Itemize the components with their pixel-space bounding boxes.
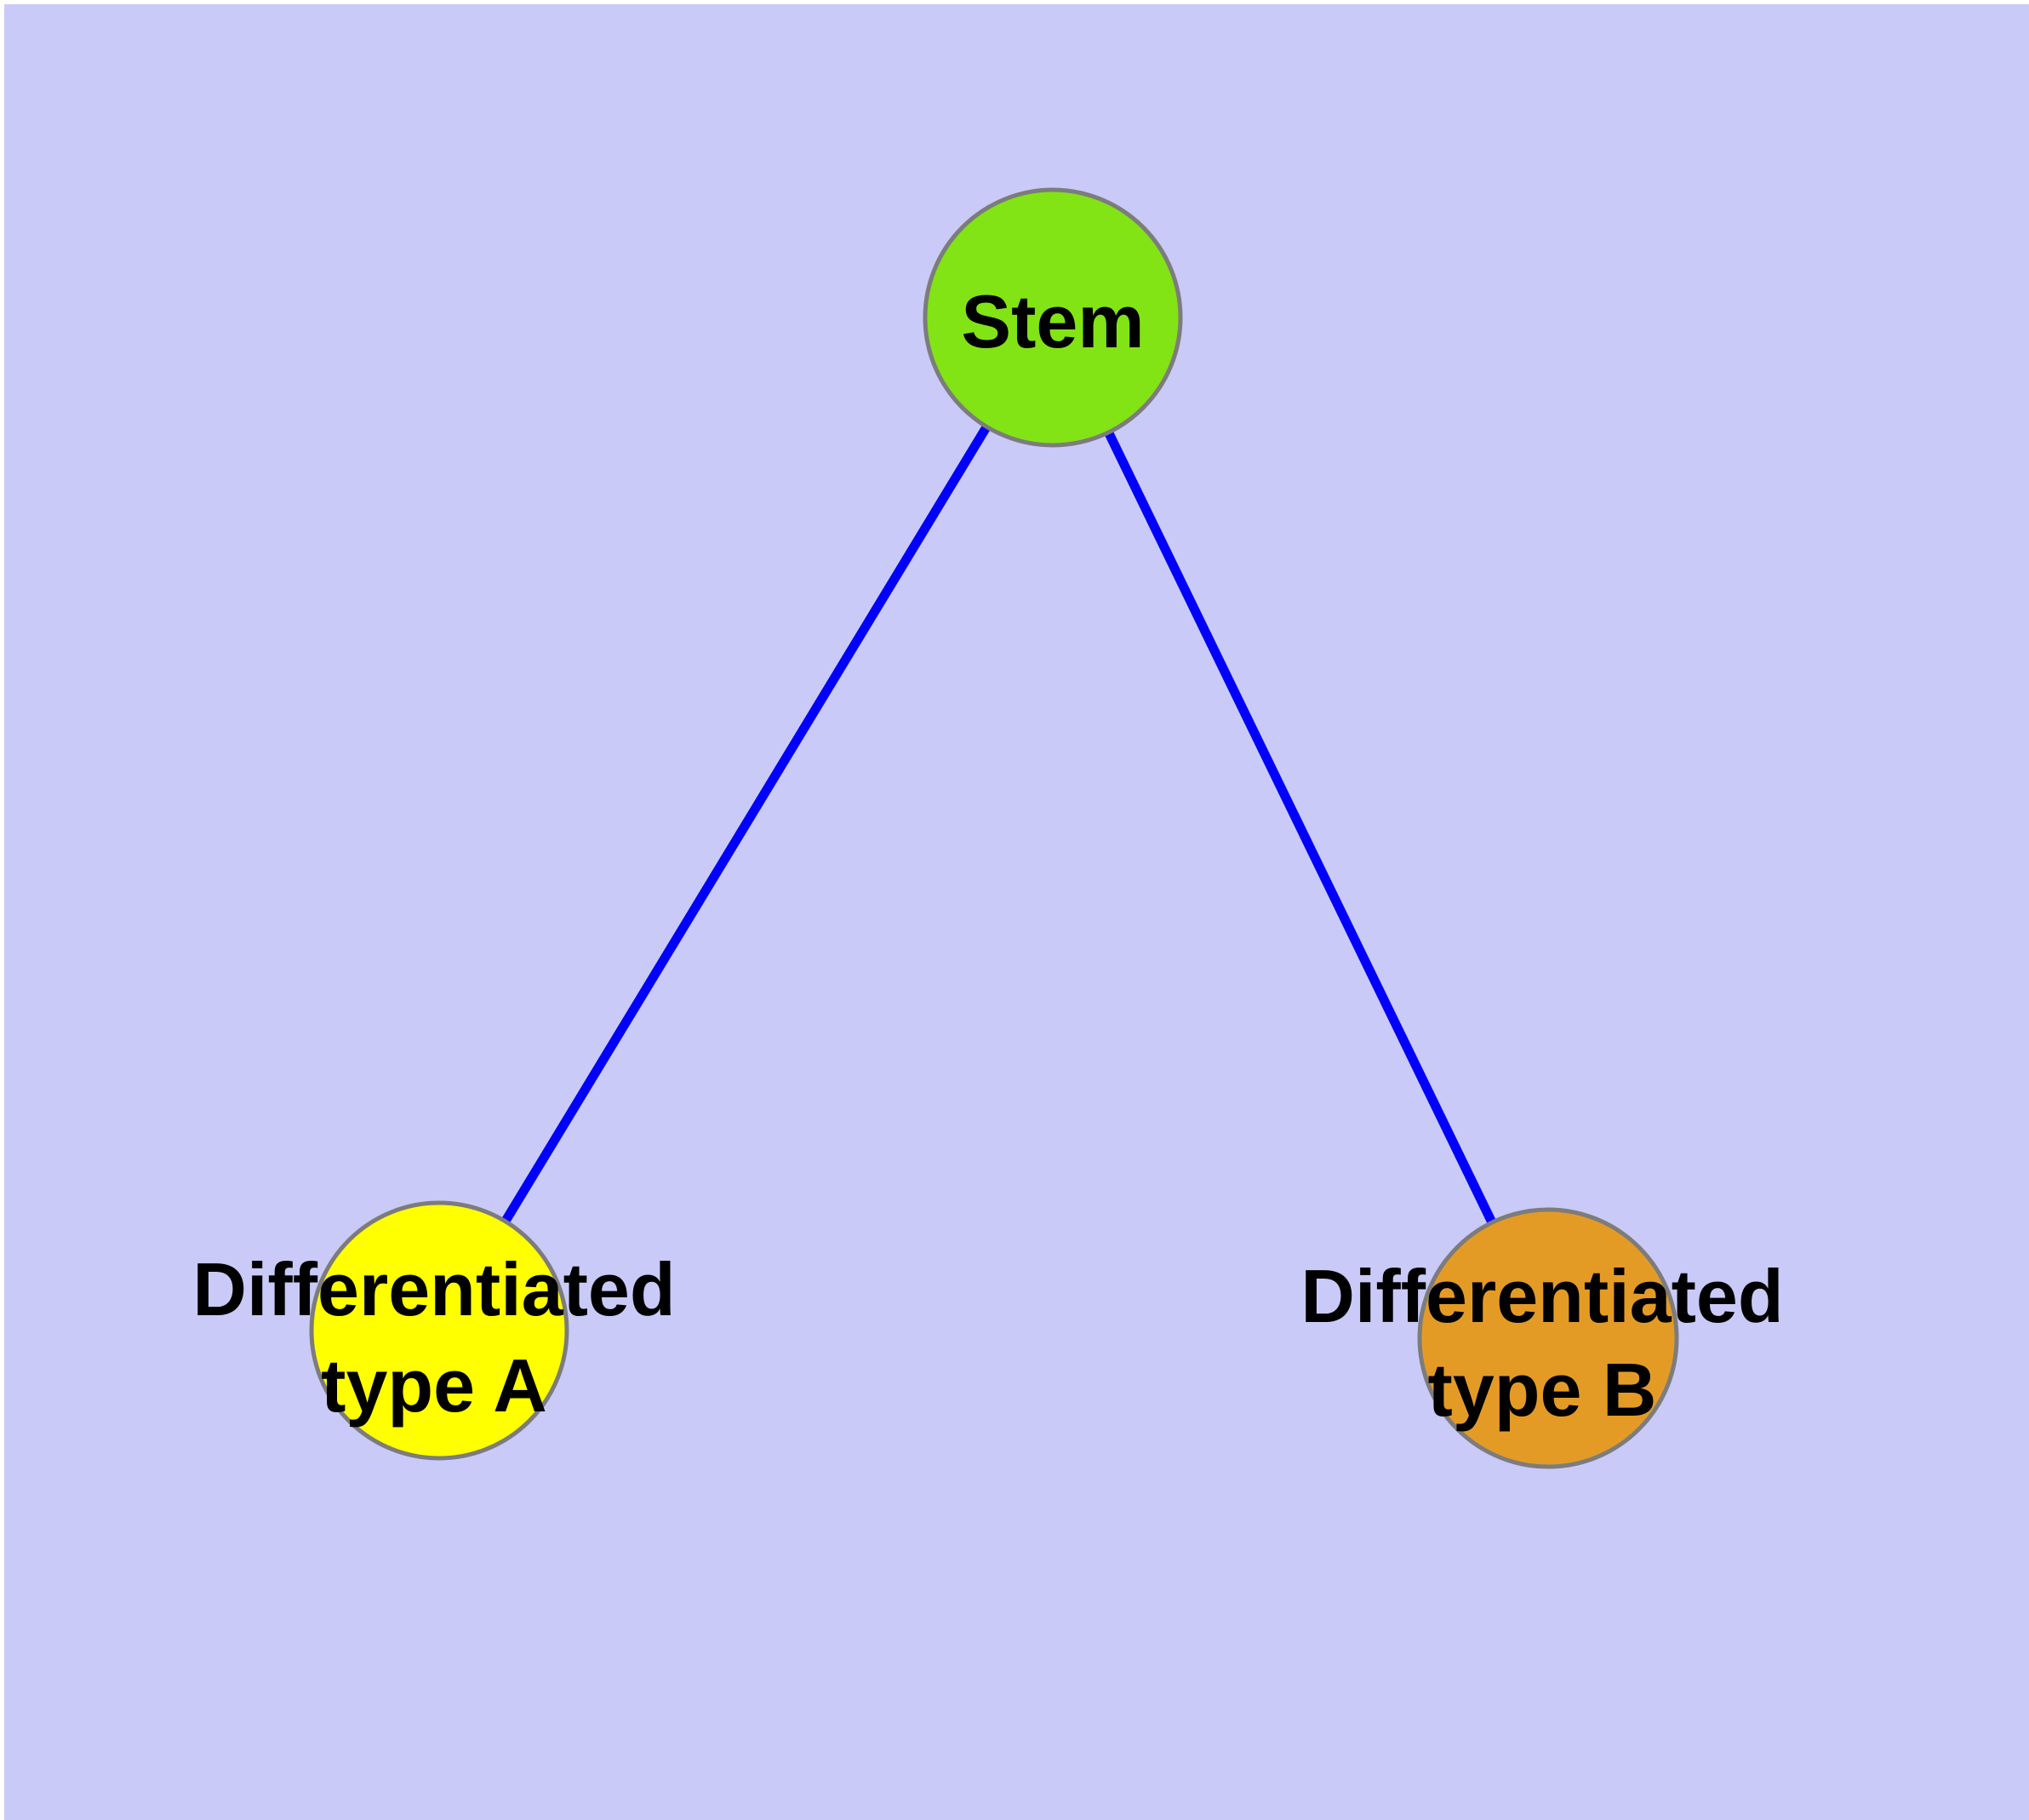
node-stem-label: Stem — [961, 279, 1144, 363]
node-type-a-label-line2: type A — [321, 1343, 547, 1428]
node-differentiated-type-a — [309, 1200, 569, 1461]
node-type-a-label-line1: Differentiated — [192, 1247, 675, 1331]
edge-stem-to-type-b — [1049, 315, 1552, 1341]
node-differentiated-type-b — [1417, 1207, 1679, 1469]
node-stem — [923, 187, 1183, 448]
node-type-b-label-line1: Differentiated — [1300, 1254, 1783, 1338]
node-type-b-label-line2: type B — [1428, 1348, 1657, 1432]
edge-stem-to-type-a — [435, 315, 1057, 1333]
